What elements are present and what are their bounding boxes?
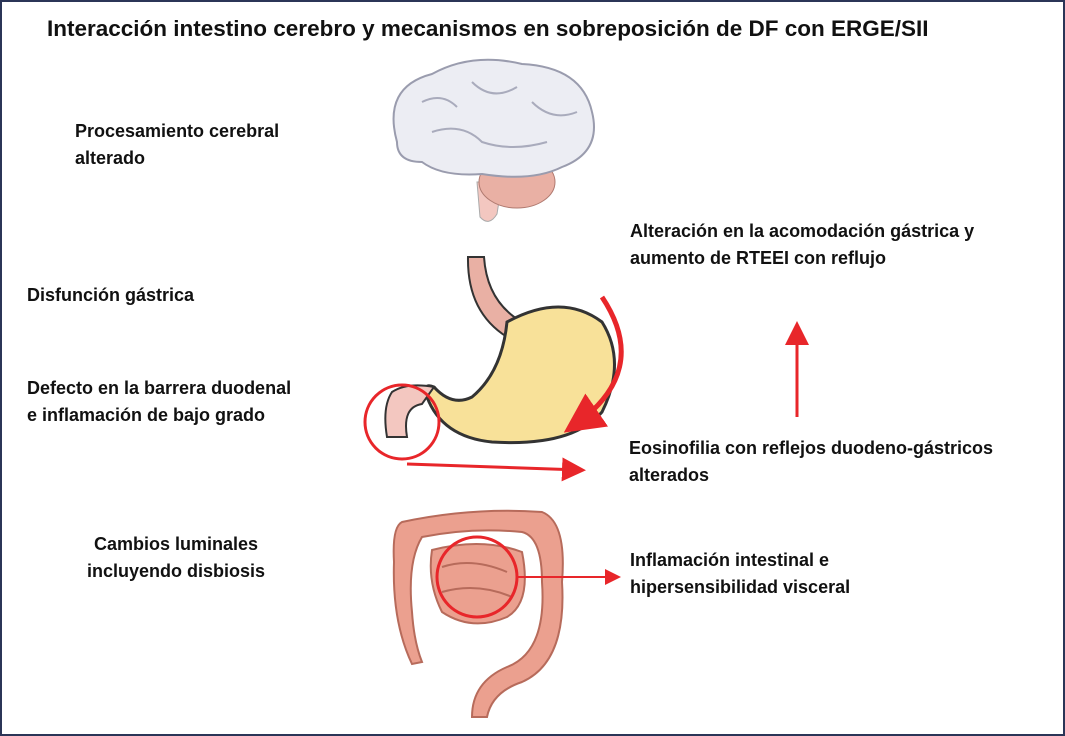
label-gastric: Disfunción gástrica [27,285,195,305]
diagram-title: Interacción intestino cerebro y mecanism… [47,16,929,41]
duodenal-arrow [406,457,586,482]
intestine-illustration [392,509,564,718]
brain-illustration [392,58,595,222]
curved-arrow [563,295,624,433]
label-eosinophilia: Eosinofilia con reflejos duodeno-gástric… [629,438,994,485]
stomach-illustration [384,256,616,445]
duodenum-highlight-circle [363,383,441,461]
